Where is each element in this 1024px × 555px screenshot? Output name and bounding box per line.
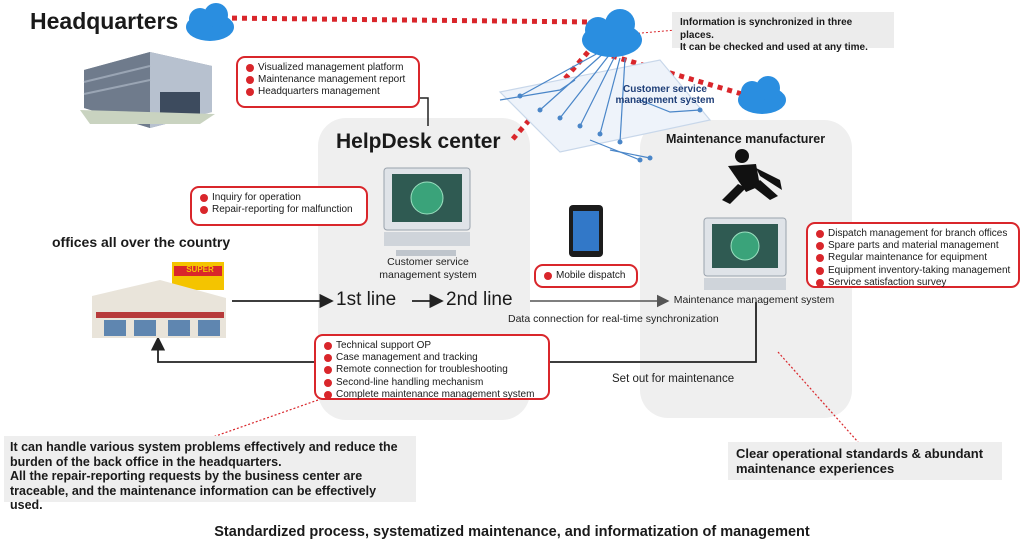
list-item: Headquarters management [246, 86, 410, 98]
list-item: Dispatch management for branch offices [816, 228, 1010, 240]
manufacturer-features-box: Dispatch management for branch offices S… [806, 222, 1020, 288]
mobile-dispatch-box: Mobile dispatch [534, 264, 638, 288]
bottom-right-note: Clear operational standards & abundant m… [728, 442, 1002, 480]
network-nodes [517, 93, 703, 163]
note-line: burden of the back office in the headqua… [10, 454, 282, 469]
list-item: Repair-reporting for malfunction [200, 204, 358, 216]
cloud-icon [582, 9, 642, 57]
data-connection-label: Data connection for real-time synchroniz… [508, 313, 719, 325]
cloud-icon [738, 76, 786, 114]
note-line: maintenance experiences [736, 461, 895, 476]
note-line: All the repair-reporting requests by the… [10, 469, 363, 483]
list-item: Service satisfaction survey [816, 277, 1010, 289]
caption-line: management system [379, 269, 477, 281]
network-map [498, 51, 712, 161]
headquarters-features-box: Visualized management platform Maintenan… [236, 56, 420, 108]
customer-service-map-label: Customer service management system [610, 84, 720, 106]
first-line-label: 1st line [336, 289, 397, 310]
offices-title: offices all over the country [52, 234, 231, 250]
second-line-label: 2nd line [446, 289, 513, 310]
cloud-icon [186, 3, 234, 41]
list-item: Visualized management platform [246, 62, 410, 74]
footer-caption: Standardized process, systematized maint… [214, 524, 810, 540]
helpdesk-computer-icon [383, 167, 471, 256]
note-line: Clear operational standards & abundant [736, 446, 984, 461]
bottom-left-note-pointer [209, 399, 319, 439]
manufacturer-system-caption: Maintenance management system [673, 294, 835, 306]
note-line: It can handle various system problems ef… [10, 440, 398, 454]
store-icon [92, 262, 226, 338]
helpdesk-computer-caption: Customer service management system [364, 256, 492, 282]
list-item: Equipment inventory-taking management [816, 265, 1010, 277]
set-out-label: Set out for maintenance [612, 373, 735, 385]
tablet-icon [569, 205, 603, 257]
caption-line: Customer service [387, 256, 469, 268]
list-item: Maintenance management report [246, 74, 410, 86]
sync-note: Information is synchronized in three pla… [672, 12, 894, 53]
list-item: Spare parts and material management [816, 240, 1010, 252]
support-features-box: Technical support OP Case management and… [314, 334, 550, 400]
sync-note-line: Information is synchronized in three pla… [680, 17, 853, 41]
list-item: Complete maintenance management system [324, 389, 540, 401]
list-item: Regular maintenance for equipment [816, 252, 1010, 264]
list-item: Second-line handling mechanism [324, 377, 540, 389]
sync-note-line: It can be checked and used at any time. [680, 42, 868, 53]
list-item: Inquiry for operation [200, 192, 358, 204]
hq-connector [420, 97, 429, 126]
map-label-line: Customer service [623, 84, 707, 95]
store-sign: SUPER [186, 265, 214, 274]
note-line: traceable, and the maintenance informati… [10, 483, 377, 513]
headquarters-building-icon [80, 52, 215, 128]
bottom-right-note-pointer [777, 351, 859, 443]
list-item: Remote connection for troubleshooting [324, 364, 540, 376]
map-label-line: management system [615, 95, 715, 106]
manufacturer-computer-icon [703, 217, 787, 290]
headquarters-title: Headquarters [30, 8, 179, 34]
helpdesk-title: HelpDesk center [336, 130, 501, 153]
office-requests-box: Inquiry for operation Repair-reporting f… [190, 186, 368, 226]
list-item: Technical support OP [324, 340, 540, 352]
list-item: Mobile dispatch [544, 270, 628, 282]
running-man-icon [722, 149, 782, 204]
sync-lines [221, 15, 743, 142]
list-item: Case management and tracking [324, 352, 540, 364]
bottom-left-note: It can handle various system problems ef… [4, 436, 416, 512]
manufacturer-title: Maintenance manufacturer [666, 132, 826, 146]
